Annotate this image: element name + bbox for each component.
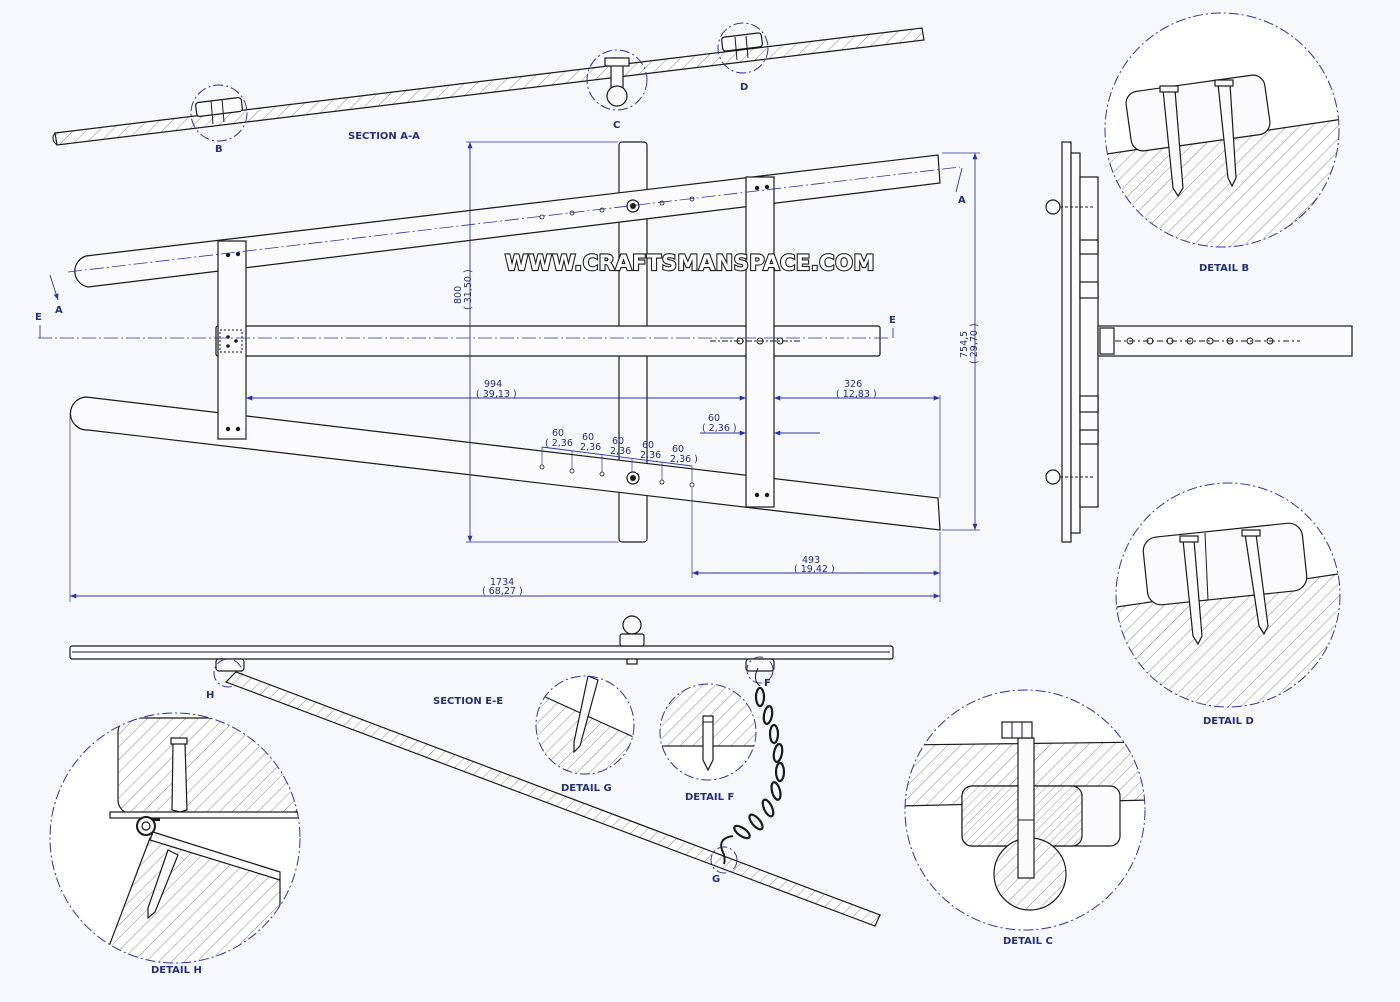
section-ee-label: SECTION E-E: [433, 696, 503, 707]
callout-b: B: [215, 144, 223, 155]
callout-a-left: A: [55, 305, 63, 316]
dim-326-mm: 326: [844, 379, 862, 390]
hole-spacing-dims: 60 ( 2,36 60 2,36 60 2,36 60 2,36 60 2,3…: [541, 428, 698, 483]
dim-994-in: ( 39,13 ): [476, 389, 517, 400]
dim-spacing-1-mm: 60: [552, 428, 564, 439]
section-aa-view: B D C SECTION A-A: [52, 22, 925, 155]
lower-rail: [69, 396, 941, 531]
callout-c: C: [613, 120, 620, 131]
left-brace: [217, 240, 247, 440]
dim-800-mm: 800: [453, 286, 464, 304]
callout-g: G: [712, 874, 720, 885]
section-aa-clip-b: [195, 96, 243, 125]
detail-f: DETAIL F: [659, 683, 757, 803]
plan-view: A A E E 800 ( 31,50 ) 754,5 ( 29,70 ) 99…: [35, 141, 980, 602]
callout-e-right: E: [889, 315, 896, 326]
detail-f-label: DETAIL F: [685, 792, 734, 803]
callout-circle-f: [746, 656, 774, 684]
detail-d: DETAIL D: [1115, 482, 1341, 727]
callout-circle-d: [717, 22, 769, 74]
dim-60-right-in: ( 2,36 ): [702, 423, 737, 434]
dim-spacing-2-in: 2,36: [580, 442, 601, 453]
dim-754-mm: 754,5: [959, 331, 970, 358]
dim-spacing-2-mm: 60: [582, 432, 594, 443]
section-aa-bolt-c: [604, 57, 630, 107]
detail-h: DETAIL H: [49, 712, 301, 976]
callout-f: F: [764, 678, 771, 689]
section-ee-view: H F G SECTION E-E: [69, 615, 894, 927]
right-brace: [745, 176, 775, 508]
chain: [720, 667, 786, 865]
callout-circle-b: [190, 84, 248, 142]
detail-g: DETAIL G: [535, 675, 635, 794]
dim-spacing-5-in: 2,36 ): [670, 454, 698, 465]
callout-circle-c: [586, 49, 648, 111]
dim-spacing-1-in: ( 2,36: [545, 438, 573, 449]
callout-a-right: A: [958, 195, 966, 206]
dim-spacing-3-mm: 60: [612, 436, 624, 447]
dim-spacing-3-in: 2,36: [610, 446, 631, 457]
detail-d-label: DETAIL D: [1203, 716, 1254, 727]
dim-spacing-4-in: 2,36: [640, 450, 661, 461]
side-view: [1045, 141, 1353, 543]
callout-circle-g: [710, 846, 738, 874]
dim-60-right-mm: 60: [708, 413, 720, 424]
dim-493-in: ( 19,42 ): [794, 564, 835, 575]
dim-800-in: ( 31,50 ): [463, 269, 474, 310]
dim-spacing-5-mm: 60: [672, 444, 684, 455]
dim-326-in: ( 12,83 ): [836, 389, 877, 400]
section-aa-clip-d: [721, 32, 763, 61]
dim-994-mm: 994: [484, 379, 502, 390]
callout-circle-h: [213, 658, 243, 688]
detail-b-label: DETAIL B: [1199, 263, 1249, 274]
detail-c-label: DETAIL C: [1003, 936, 1053, 947]
upper-rail: [74, 154, 941, 288]
detail-h-label: DETAIL H: [151, 965, 202, 976]
watermark: WWW.CRAFTSMANSPACE.COM: [505, 251, 875, 275]
callout-d: D: [740, 82, 748, 93]
callout-h: H: [206, 690, 214, 701]
arm-hardware: [219, 329, 800, 353]
dim-1734-in: ( 68,27 ): [482, 586, 523, 597]
dim-spacing-4-mm: 60: [642, 440, 654, 451]
dim-754-in: ( 29,70 ): [969, 323, 980, 364]
detail-c: DETAIL C: [904, 689, 1146, 947]
horizontal-arm: [215, 325, 881, 357]
dim-493-mm: 493: [802, 555, 820, 566]
detail-g-label: DETAIL G: [561, 783, 612, 794]
detail-b: DETAIL B: [1104, 12, 1340, 274]
dim-1734-mm: 1734: [490, 577, 514, 588]
callout-e-left: E: [35, 312, 42, 323]
section-aa-label: SECTION A-A: [348, 131, 420, 142]
upper-rail-holes: [225, 184, 770, 258]
